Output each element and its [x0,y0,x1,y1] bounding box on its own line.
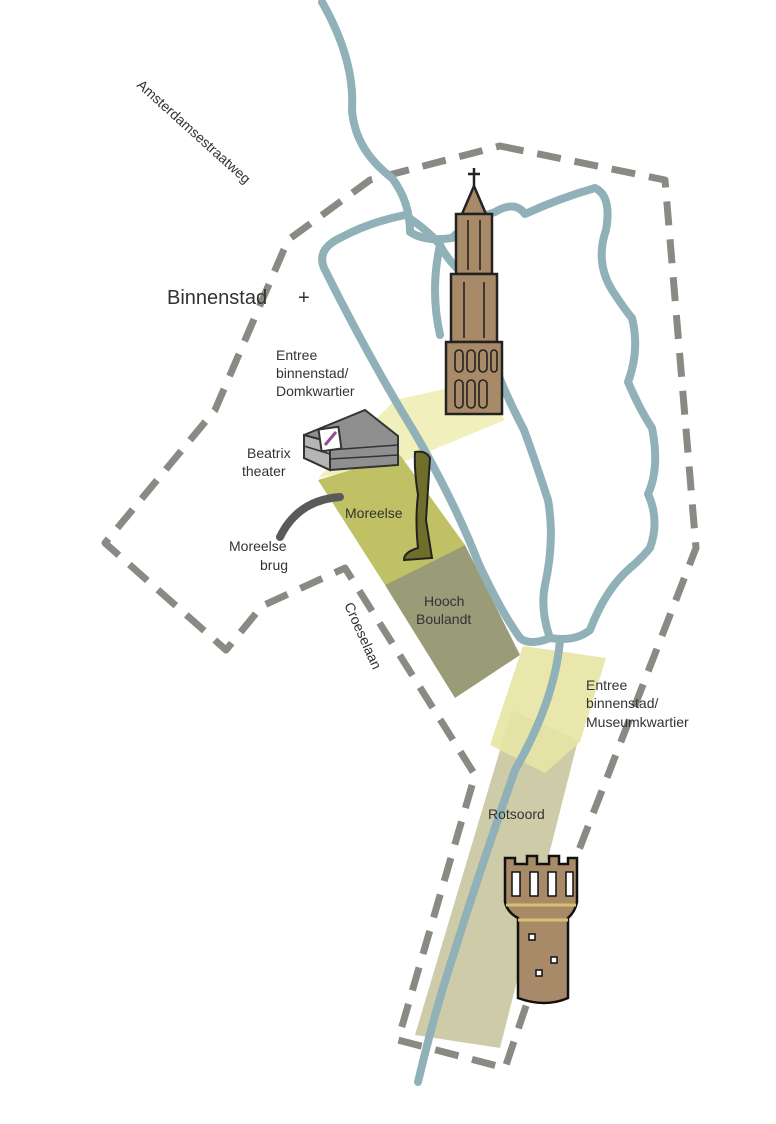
canal-inner-left [431,241,444,339]
district-marker: + [298,287,310,309]
area-label-rotsoord: Rotsoord [488,806,545,822]
svg-text:theater: theater [242,463,286,479]
entrance-label-museum: Entree binnenstad/ Museumkwartier [586,677,689,730]
svg-text:Entree: Entree [276,347,317,363]
landmark-label-beatrix: Beatrix theater [242,445,291,479]
rotsoord-zone [415,710,578,1048]
leg-sculpture-icon [402,450,434,562]
street-label-amsterdamsestraatweg: Amsterdamsestraatweg [134,76,254,186]
canal-loop [318,184,660,646]
dom-tower-icon [444,168,504,416]
svg-text:binnenstad/: binnenstad/ [586,695,659,711]
canal-south [414,636,564,1086]
moreelse-brug-arc [276,493,344,541]
water-tower-icon [503,854,579,1005]
svg-text:Entree: Entree [586,677,627,693]
svg-text:brug: brug [260,557,288,573]
svg-text:Boulandt: Boulandt [416,611,471,627]
waterways [318,0,660,1086]
svg-text:binnenstad/: binnenstad/ [276,365,349,381]
area-label-moreelse: Moreelse [345,505,403,521]
street-label-croeselaan: Croeselaan [341,600,385,672]
svg-text:Moreelse: Moreelse [229,538,287,554]
beatrix-theater-icon [303,408,399,472]
svg-text:Beatrix: Beatrix [247,445,291,461]
landmark-label-moreelse-brug: Moreelse brug [229,538,288,573]
river-north [318,0,456,244]
svg-text:Museumkwartier: Museumkwartier [586,714,689,730]
zones [318,382,606,1048]
district-label: Binnenstad [167,287,267,309]
entrance-label-dom: Entree binnenstad/ Domkwartier [276,347,355,399]
entrance-zone-museum [490,646,606,773]
hooch-boulandt-zone [385,545,520,698]
svg-text:Hooch: Hooch [424,593,464,609]
area-label-hooch-boulandt: Hooch Boulandt [416,593,471,627]
svg-text:Domkwartier: Domkwartier [276,383,355,399]
district-boundary [101,142,700,1072]
